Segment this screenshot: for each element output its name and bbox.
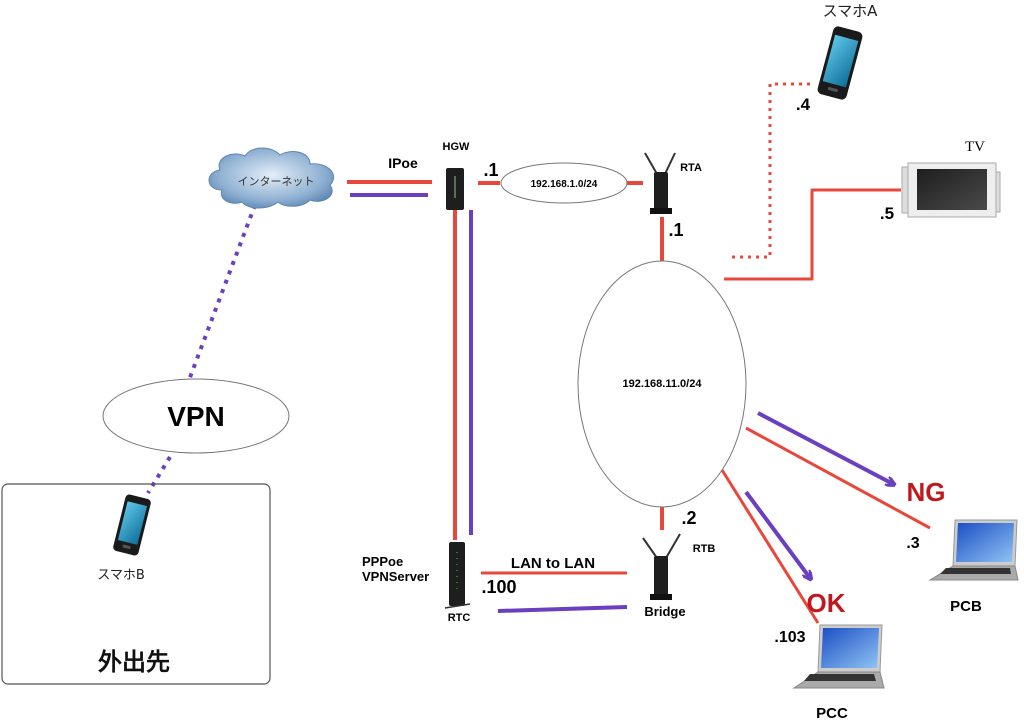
pcb-device[interactable]: NG .3 PCB bbox=[906, 477, 1019, 615]
smartphone-a[interactable]: スマホA .4 bbox=[796, 2, 878, 114]
rtb-label: RTB bbox=[693, 543, 716, 555]
remote-site-box bbox=[1, 483, 271, 685]
pcc-vpn-arrow bbox=[744, 490, 810, 578]
pcc-ip: .103 bbox=[774, 629, 805, 646]
lan-pcc-link bbox=[720, 469, 820, 624]
pcb-ip: .3 bbox=[906, 535, 919, 552]
rtb-icon bbox=[654, 556, 668, 596]
rtc-ip: .100 bbox=[481, 577, 516, 597]
pcb-vpn-arrow bbox=[757, 411, 893, 484]
smartphone-a-ip: .4 bbox=[796, 95, 811, 114]
pcc-result: OK bbox=[807, 588, 846, 618]
hgw-device[interactable]: HGW IPoe .1 bbox=[388, 141, 499, 210]
rtc-label: RTC bbox=[448, 612, 471, 624]
tv-label: TV bbox=[965, 139, 985, 155]
lan-segment-label: 192.168.11.0/24 bbox=[623, 378, 703, 390]
wan-segment-ellipse bbox=[500, 162, 628, 204]
lan-tv-link bbox=[724, 188, 901, 281]
smartphone-a-label: スマホA bbox=[823, 2, 879, 20]
lan-pcb-link bbox=[745, 426, 931, 530]
rta-ip: .1 bbox=[668, 220, 683, 240]
vpn-tunnel: VPN bbox=[102, 378, 290, 454]
smartphone-b-label: スマホB bbox=[97, 568, 145, 583]
rtc-role-line1: PPPoe bbox=[362, 554, 403, 569]
internet-cloud: インターネット bbox=[208, 147, 335, 209]
lan-to-lan-label: LAN to LAN bbox=[511, 555, 595, 572]
pcb-label: PCB bbox=[950, 598, 982, 615]
vpn-ellipse bbox=[102, 378, 290, 454]
rtb-ip: .2 bbox=[681, 508, 696, 528]
rtc-role-line2: VPNServer bbox=[362, 569, 429, 584]
vpn-smartphone-b-link bbox=[146, 455, 172, 495]
rta-icon bbox=[654, 172, 668, 210]
pcc-device[interactable]: OK .103 PCC bbox=[774, 588, 885, 722]
cloud-icon bbox=[208, 147, 335, 209]
rtc-icon bbox=[449, 542, 465, 606]
wan-segment-label: 192.168.1.0/24 bbox=[531, 179, 598, 190]
pcc-label: PCC bbox=[816, 705, 848, 722]
vpn-label: VPN bbox=[167, 401, 225, 432]
remote-site: 外出先 スマホB bbox=[1, 483, 271, 685]
hgw-ip: .1 bbox=[483, 160, 498, 180]
smartphone-b[interactable] bbox=[112, 494, 151, 557]
tv-device[interactable]: TV .5 bbox=[880, 139, 1001, 223]
rta-device[interactable]: RTA .1 bbox=[644, 152, 702, 240]
lan-to-lan-link-purple bbox=[497, 605, 628, 613]
rtc-device[interactable]: PPPoe VPNServer RTC .100 bbox=[362, 542, 517, 624]
internet-vpn-link bbox=[184, 204, 257, 389]
remote-site-label: 外出先 bbox=[98, 648, 170, 676]
rtb-device[interactable]: .2 RTB Bridge bbox=[642, 508, 716, 619]
ipoe-label: IPoe bbox=[388, 155, 418, 171]
lan-smartphone-a-link bbox=[732, 82, 812, 259]
pcb-result: NG bbox=[907, 477, 946, 507]
lan-segment-ellipse bbox=[577, 260, 747, 508]
hgw-label: HGW bbox=[443, 141, 471, 153]
tv-ip: .5 bbox=[880, 204, 894, 223]
links bbox=[146, 82, 931, 624]
rtb-mode-label: Bridge bbox=[644, 604, 685, 619]
wan-segment: 192.168.1.0/24 bbox=[500, 162, 628, 204]
internet-label: インターネット bbox=[238, 175, 315, 188]
rta-label: RTA bbox=[680, 162, 702, 174]
lan-segment: 192.168.11.0/24 bbox=[577, 260, 747, 508]
